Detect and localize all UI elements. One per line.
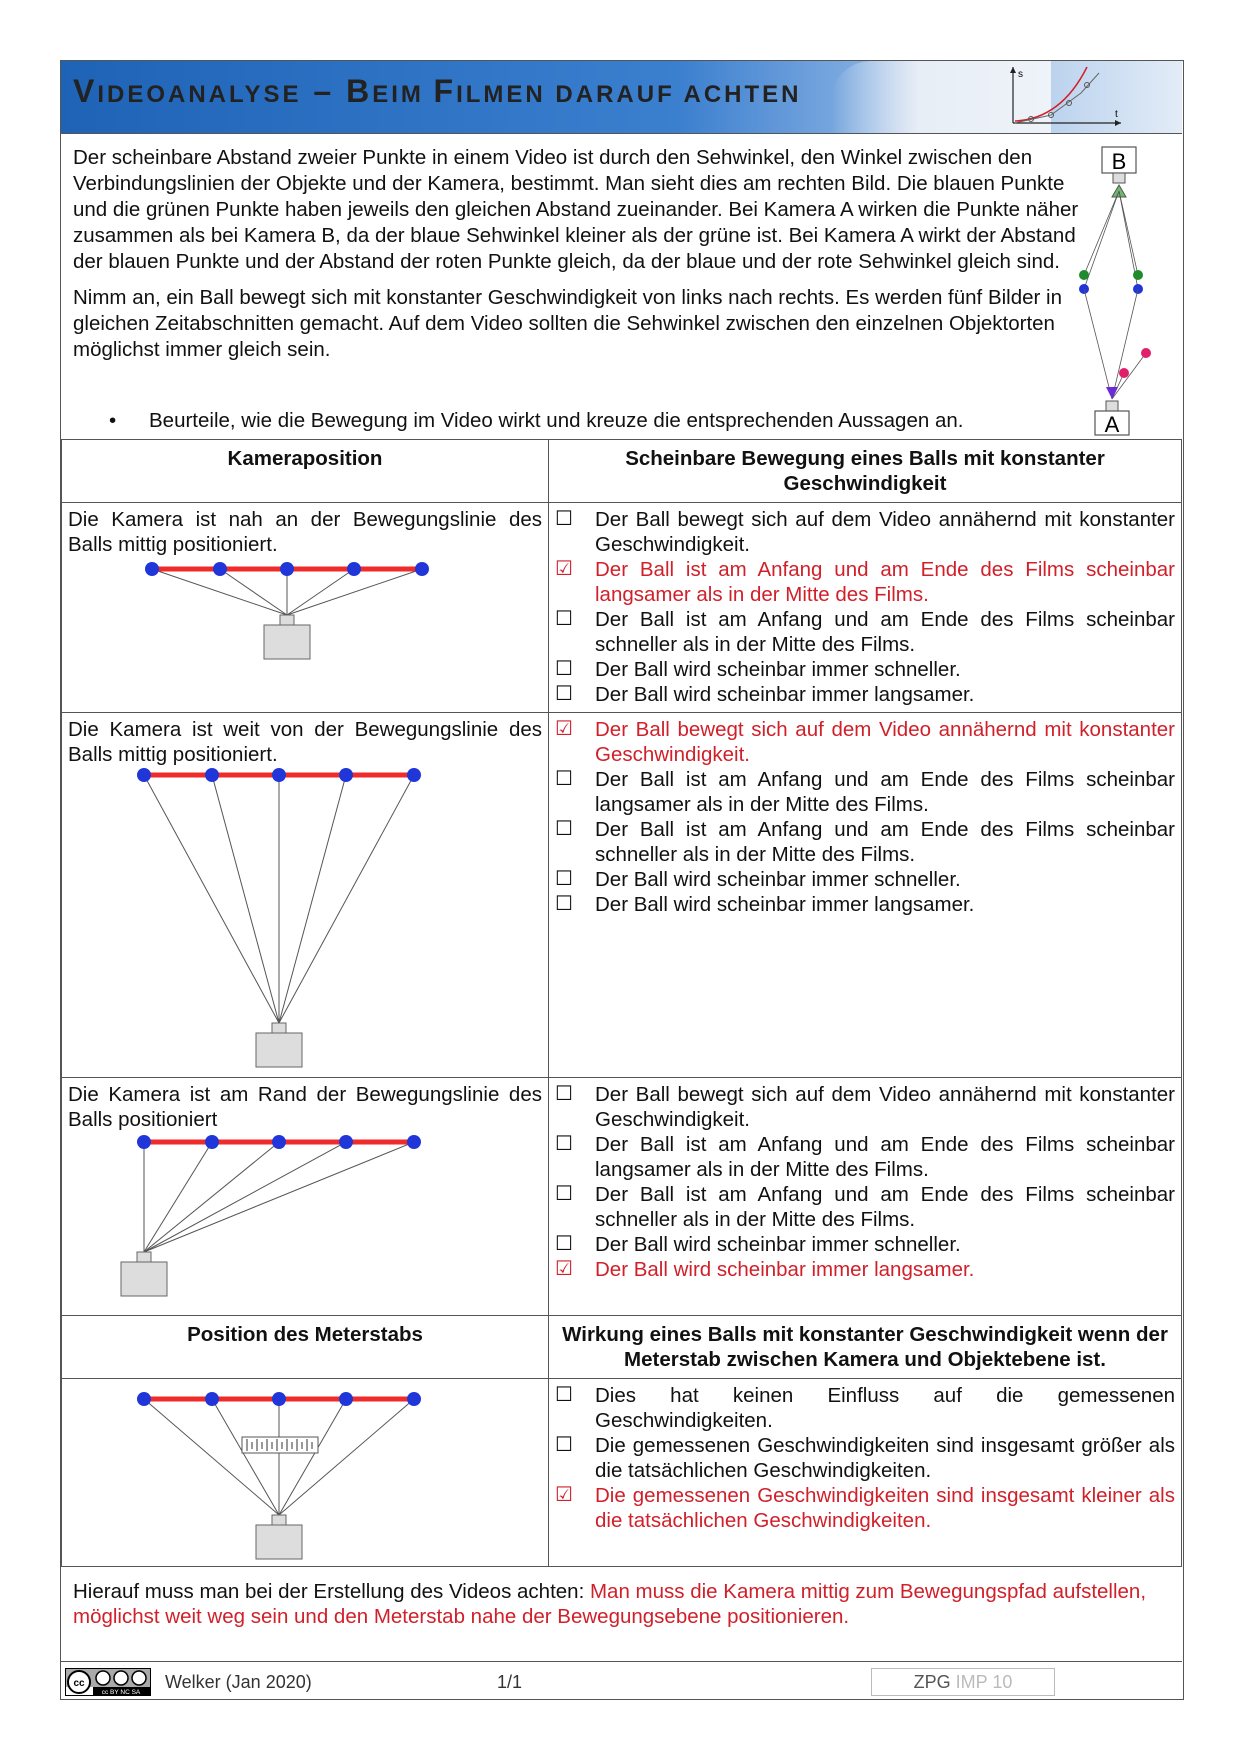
meter-stick-diagram — [137, 1392, 421, 1560]
camera-far-cell: Die Kamera ist weit von der Bewegungslin… — [61, 712, 549, 1078]
ball-2 — [205, 768, 219, 782]
option-near-4[interactable]: ☐Der Ball wird scheinbar immer schneller… — [555, 658, 961, 681]
meter-stick-cell — [61, 1378, 549, 1567]
page-title: VIDEOANALYSE – BEIM FILMEN DARAUF ACHTEN — [73, 73, 802, 109]
zpg-badge: ZPG IMP 10 — [871, 1668, 1055, 1696]
header-banner: VIDEOANALYSE – BEIM FILMEN DARAUF ACHTEN… — [61, 61, 1182, 134]
motion-graph-logo: s t — [1010, 66, 1121, 126]
intro-text: Der scheinbare Abstand zweier Punkte in … — [73, 145, 1083, 373]
camera-body — [120, 1261, 168, 1297]
camera-far-options: ☑Der Ball bewegt sich auf dem Video annä… — [548, 712, 1182, 1078]
svg-text:s: s — [1018, 69, 1023, 80]
ball-3 — [272, 1135, 286, 1149]
camera-edge-text: Die Kamera ist am Rand der Bewegungslini… — [68, 1083, 542, 1131]
camera-lens — [279, 614, 295, 626]
ball-1 — [137, 768, 151, 782]
camera-body — [263, 624, 311, 660]
ball-5 — [407, 1392, 421, 1406]
footer: cc cc BY NC SA Welker (Jan 2020) 1/1 ZPG… — [61, 1661, 1182, 1700]
svg-text:A: A — [1105, 412, 1120, 437]
svg-text:t: t — [1115, 109, 1118, 120]
ball-2 — [205, 1135, 219, 1149]
header-meter-position: Position des Meterstabs — [61, 1315, 549, 1379]
camera-far-text: Die Kamera ist weit von der Bewegungslin… — [68, 718, 542, 766]
option-far-4[interactable]: ☐Der Ball wird scheinbar immer schneller… — [555, 868, 961, 891]
camera-lens — [271, 1514, 287, 1526]
ball-3 — [272, 1392, 286, 1406]
camera-edge-cell: Die Kamera ist am Rand der Bewegungslini… — [61, 1077, 549, 1316]
ball-4 — [339, 1392, 353, 1406]
option-near-3[interactable]: ☐Der Ball ist am Anfang und am Ende des … — [555, 608, 1175, 656]
intro-paragraph-1: Der scheinbare Abstand zweier Punkte in … — [73, 146, 1079, 273]
svg-text:B: B — [1112, 149, 1127, 174]
meter-effect-options: ☐Dies hat keinen Einfluss auf die gemess… — [548, 1378, 1182, 1567]
camera-near-diagram — [145, 562, 429, 660]
camera-edge-diagram — [120, 1135, 421, 1297]
camera-edge-options: ☐Der Ball bewegt sich auf dem Video annä… — [548, 1077, 1182, 1316]
option-near-1[interactable]: ☐Der Ball bewegt sich auf dem Video annä… — [555, 508, 1175, 556]
svg-text:cc: cc — [73, 1678, 85, 1689]
ball-2 — [213, 562, 227, 576]
task-bullet: •Beurteile, wie die Bewegung im Video wi… — [109, 409, 964, 432]
svg-text:cc BY NC SA: cc BY NC SA — [102, 1689, 141, 1696]
camera-body — [255, 1524, 303, 1560]
option-far-1[interactable]: ☑Der Ball bewegt sich auf dem Video annä… — [555, 718, 1175, 766]
ball-2 — [205, 1392, 219, 1406]
ball-3 — [272, 768, 286, 782]
meter-stick — [241, 1436, 319, 1454]
ball-1 — [145, 562, 159, 576]
ball-1 — [137, 1135, 151, 1149]
conclusion-answer: Man muss die Kamera mittig zum Bewegungs… — [73, 1580, 1147, 1628]
camera-near-text: Die Kamera ist nah an der Bewegungslinie… — [68, 508, 542, 556]
camera-near-options: ☐Der Ball bewegt sich auf dem Video annä… — [548, 502, 1182, 713]
visual-angle-diagram: B A — [1079, 146, 1151, 437]
conclusion-text: Hierauf muss man bei der Erstellung des … — [73, 1579, 1163, 1629]
option-near-2[interactable]: ☑Der Ball ist am Anfang und am Ende des … — [555, 558, 1175, 606]
ball-5 — [407, 768, 421, 782]
worksheet-frame: VIDEOANALYSE – BEIM FILMEN DARAUF ACHTEN… — [60, 60, 1184, 1700]
conclusion-prefix: Hierauf muss man bei der Erstellung des … — [73, 1580, 590, 1603]
ball-4 — [339, 768, 353, 782]
ball-4 — [339, 1135, 353, 1149]
header-meter-effect: Wirkung eines Balls mit konstanter Gesch… — [548, 1315, 1182, 1379]
option-meter-3[interactable]: ☑Die gemessenen Geschwindigkeiten sind i… — [555, 1484, 1175, 1532]
option-near-5[interactable]: ☐Der Ball wird scheinbar immer langsamer… — [555, 683, 975, 706]
camera-lens — [271, 1022, 287, 1034]
camera-lens — [136, 1251, 152, 1263]
option-edge-5[interactable]: ☑Der Ball wird scheinbar immer langsamer… — [555, 1258, 975, 1281]
page-number: 1/1 — [497, 1672, 523, 1692]
cc-license-icon: cc cc BY NC SA — [65, 1668, 151, 1696]
camera-body — [255, 1032, 303, 1068]
option-meter-2[interactable]: ☐Die gemessenen Geschwindigkeiten sind i… — [555, 1434, 1175, 1482]
option-edge-3[interactable]: ☐Der Ball ist am Anfang und am Ende des … — [555, 1183, 1175, 1231]
ball-5 — [407, 1135, 421, 1149]
option-meter-1[interactable]: ☐Dies hat keinen Einfluss auf die gemess… — [555, 1384, 1175, 1432]
ball-1 — [137, 1392, 151, 1406]
header-apparent-motion: Scheinbare Bewegung eines Balls mit kons… — [548, 439, 1182, 503]
camera-far-diagram — [137, 768, 421, 1068]
option-far-3[interactable]: ☐Der Ball ist am Anfang und am Ende des … — [555, 818, 1175, 866]
camera-near-cell: Die Kamera ist nah an der Bewegungslinie… — [61, 502, 549, 713]
option-far-2[interactable]: ☐Der Ball ist am Anfang und am Ende des … — [555, 768, 1175, 816]
ball-5 — [415, 562, 429, 576]
ball-4 — [347, 562, 361, 576]
ball-3 — [280, 562, 294, 576]
option-edge-2[interactable]: ☐Der Ball ist am Anfang und am Ende des … — [555, 1133, 1175, 1181]
evaluation-table: Kameraposition Scheinbare Bewegung eines… — [61, 439, 1182, 1567]
intro-paragraph-2: Nimm an, ein Ball bewegt sich mit konsta… — [73, 286, 1063, 361]
header-camera-position: Kameraposition — [61, 439, 549, 503]
option-edge-1[interactable]: ☐Der Ball bewegt sich auf dem Video annä… — [555, 1083, 1175, 1131]
option-far-5[interactable]: ☐Der Ball wird scheinbar immer langsamer… — [555, 893, 975, 916]
author-date: Welker (Jan 2020) — [165, 1672, 312, 1692]
option-edge-4[interactable]: ☐Der Ball wird scheinbar immer schneller… — [555, 1233, 961, 1256]
